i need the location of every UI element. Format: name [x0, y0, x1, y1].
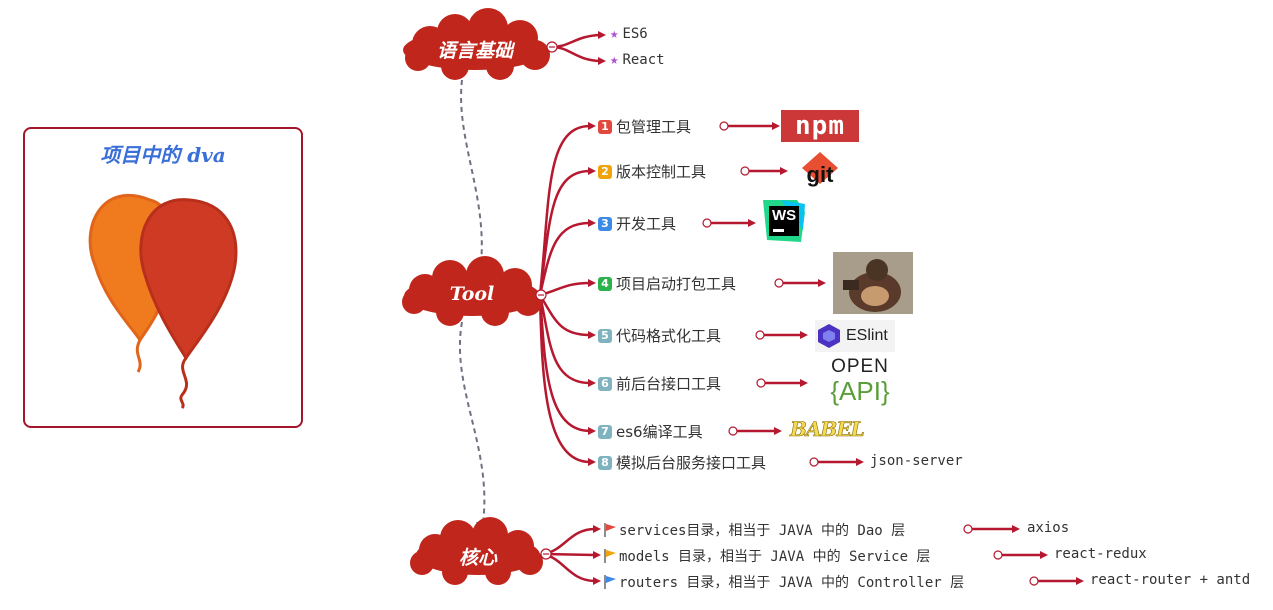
- cloud-label-basics[interactable]: 语言基础: [436, 40, 513, 62]
- core-leaf-arrowheads: [1012, 525, 1084, 585]
- roadhog-character-icon: [833, 252, 913, 314]
- core-leaf-connectors: [968, 527, 1076, 583]
- tool-item-3[interactable]: 3 开发工具: [598, 213, 676, 234]
- tool-item-label: 项目启动打包工具: [616, 275, 737, 293]
- priority-8-icon: 8: [598, 455, 612, 470]
- leaf-react-redux[interactable]: react-redux: [1054, 546, 1147, 562]
- leaf-react-router-antd[interactable]: react-router + antd: [1090, 572, 1251, 588]
- webstorm-logo[interactable]: WS: [763, 200, 805, 242]
- babel-logo[interactable]: BABEL: [790, 417, 865, 445]
- cloud-tool: [402, 256, 542, 326]
- flag-orange-icon: [604, 549, 616, 563]
- cloud-label-core[interactable]: 核心: [458, 547, 497, 569]
- tool-branches: [538, 124, 591, 464]
- tool-item-2[interactable]: 2 版本控制工具: [598, 161, 706, 182]
- core-item-models[interactable]: models 目录，相当于 JAVA 中的 Service 层: [604, 546, 930, 566]
- babel-logo-text: BABEL: [790, 417, 865, 442]
- basics-item-label: ES6: [622, 26, 648, 42]
- tool-item-7[interactable]: 7 es6编译工具: [598, 421, 703, 442]
- basics-item-es6[interactable]: ★ ES6: [610, 26, 648, 42]
- star-icon: ★: [610, 52, 619, 68]
- core-collapse-toggles: [963, 524, 1039, 586]
- flag-red-icon: [604, 523, 616, 537]
- core-item-routers[interactable]: routers 目录，相当于 JAVA 中的 Controller 层: [604, 572, 964, 592]
- tool-item-label: 开发工具: [616, 215, 677, 233]
- webstorm-background-icon: [763, 200, 805, 242]
- openapi-logo[interactable]: OPEN {API}: [814, 356, 906, 412]
- tool-item-label: 版本控制工具: [616, 163, 707, 181]
- tool-leaf-arrowheads: [748, 122, 864, 466]
- cloud-label-tool[interactable]: Tool: [449, 283, 495, 305]
- core-item-services[interactable]: services目录，相当于 JAVA 中的 Dao 层: [604, 520, 905, 540]
- leaf-axios[interactable]: axios: [1027, 520, 1070, 536]
- dashed-connector-basics-tool: [460, 79, 483, 273]
- cloud-basics: [403, 8, 550, 80]
- tool-item-label: es6编译工具: [616, 423, 703, 441]
- priority-4-icon: 4: [598, 276, 612, 291]
- tool-item-label: 包管理工具: [616, 118, 692, 136]
- tool-leaf-connectors: [707, 124, 856, 464]
- tool-arrowheads: [588, 122, 596, 466]
- core-arrowheads: [593, 525, 601, 585]
- basics-branches: [551, 33, 601, 63]
- priority-7-icon: 7: [598, 424, 612, 439]
- eslint-logo-text: ESlint: [846, 327, 888, 344]
- flag-blue-icon: [604, 575, 616, 589]
- openapi-logo-api-text: {API}: [830, 376, 890, 406]
- tool-item-8[interactable]: 8 模拟后台服务接口工具: [598, 452, 766, 473]
- eslint-logo[interactable]: ESlint: [815, 320, 895, 352]
- core-branches: [543, 527, 596, 583]
- tool-item-label: 前后台接口工具: [616, 375, 722, 393]
- arrowhead: [598, 31, 606, 39]
- tool-item-label: 代码格式化工具: [616, 327, 722, 345]
- central-topic-box[interactable]: 项目中的 dva: [23, 127, 303, 428]
- core-item-label: models 目录，相当于 JAVA 中的 Service 层: [619, 549, 931, 565]
- dashed-connector-tool-core: [458, 321, 486, 531]
- git-logo[interactable]: git: [800, 150, 840, 192]
- priority-5-icon: 5: [598, 328, 612, 343]
- toggle-minus-marks: [538, 46, 555, 555]
- webstorm-logo-text: WS: [772, 207, 797, 224]
- core-item-label: routers 目录，相当于 JAVA 中的 Controller 层: [619, 575, 965, 591]
- roadhog-image[interactable]: [833, 252, 913, 314]
- tool-item-1[interactable]: 1 包管理工具: [598, 116, 691, 137]
- arrowhead: [598, 57, 606, 65]
- collapse-toggles: [702, 121, 819, 467]
- git-diamond-icon: [802, 152, 838, 184]
- eslint-hexagon-icon: [818, 324, 840, 348]
- cloud-core: [410, 517, 543, 585]
- git-logo-text: git: [806, 162, 834, 187]
- core-item-label: services目录，相当于 JAVA 中的 Dao 层: [619, 523, 906, 539]
- openapi-logo-open-text: OPEN: [831, 356, 889, 377]
- npm-logo[interactable]: npm: [781, 110, 859, 142]
- basics-item-label: React: [622, 52, 665, 68]
- npm-logo-text: npm: [795, 111, 845, 141]
- tool-item-6[interactable]: 6 前后台接口工具: [598, 373, 721, 394]
- tool-item-label: 模拟后台服务接口工具: [616, 454, 767, 472]
- tool-item-5[interactable]: 5 代码格式化工具: [598, 325, 721, 346]
- star-icon: ★: [610, 26, 619, 42]
- priority-3-icon: 3: [598, 216, 612, 231]
- basics-item-react[interactable]: ★ React: [610, 52, 665, 68]
- leaf-json-server[interactable]: json-server: [870, 453, 963, 469]
- priority-2-icon: 2: [598, 164, 612, 179]
- tool-item-4[interactable]: 4 项目启动打包工具: [598, 273, 736, 294]
- priority-6-icon: 6: [598, 376, 612, 391]
- central-topic-title: 项目中的 dva: [100, 143, 226, 167]
- priority-1-icon: 1: [598, 119, 612, 134]
